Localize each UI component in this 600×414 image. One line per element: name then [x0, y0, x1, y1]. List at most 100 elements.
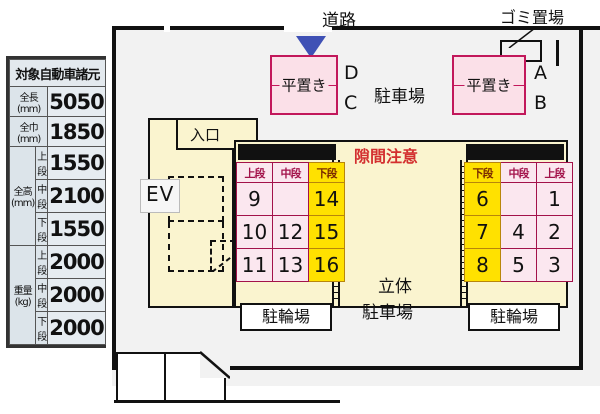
site-boundary-top — [112, 26, 600, 30]
stall-cell[interactable] — [272, 182, 309, 216]
table-row: 6 1 — [464, 182, 573, 216]
table-row: 8 5 3 — [464, 248, 573, 282]
lower-building-left — [116, 352, 166, 402]
spec-value: 1550 — [47, 212, 106, 246]
table-row: 9 14 — [236, 182, 345, 216]
stall-cell[interactable]: 1 — [536, 182, 573, 216]
slot-letter-d: D — [344, 62, 359, 84]
lower-building-baseline — [114, 400, 340, 403]
table-row: 全高(mm) 上段 1550 — [8, 146, 106, 246]
stall-cell[interactable]: 11 — [236, 248, 273, 282]
spec-value: 5050 — [47, 86, 106, 117]
rail-rung — [462, 298, 466, 299]
spec-sublabel: 中段 — [35, 179, 49, 213]
bicycle-parking-left-label: 駐輪場 — [261, 307, 310, 326]
spec-sublabel: 下段 — [35, 212, 49, 246]
elevator-label: EV — [146, 182, 175, 206]
table-row: 全長(mm) 5050 — [8, 86, 106, 117]
grid-right-header-0: 下段 — [464, 162, 501, 183]
grid-left-header-1: 中段 — [272, 162, 309, 183]
rail-rung — [334, 286, 338, 287]
stall-cell[interactable]: 10 — [236, 215, 273, 249]
rail-rung — [334, 298, 338, 299]
stall-cell[interactable]: 7 — [464, 215, 501, 249]
spec-sublabel: 上段 — [35, 146, 49, 180]
table-row: 11 13 16 — [236, 248, 345, 282]
bicycle-parking-left: 駐輪場 — [240, 303, 332, 331]
stall-cell[interactable]: 2 — [536, 215, 573, 249]
mech-parking-label-line2: 駐車場 — [362, 303, 413, 323]
site-boundary-bottom — [112, 366, 583, 370]
road-label: 道路 — [322, 11, 356, 31]
spec-value: 1550 — [47, 146, 106, 180]
spec-sublabel: 中段 — [35, 278, 49, 312]
stall-grid-right: 下段 中段 上段 6 1 7 4 2 8 5 3 — [464, 162, 573, 282]
stall-cell[interactable]: 14 — [308, 182, 345, 216]
lower-building-diagonal — [199, 351, 230, 379]
stall-cell[interactable]: 5 — [500, 248, 537, 282]
slot-letter-b: B — [534, 92, 548, 114]
spec-table-title: 対象自動車諸元 — [9, 59, 106, 87]
stall-grid-right-header-row: 下段 中段 上段 — [464, 162, 573, 183]
stall-cell[interactable]: 4 — [500, 215, 537, 249]
bicycle-parking-right: 駐輪場 — [468, 303, 560, 331]
table-row: 中段 2000 — [10, 278, 106, 312]
gap-warning-label: 隙間注意 — [354, 147, 419, 166]
spec-table-inner: 対象自動車諸元 全長(mm) 5050 全巾(mm) 1850 全高(mm) 上… — [8, 59, 106, 345]
interior-dashed-region-2 — [168, 222, 224, 272]
spec-value: 2100 — [47, 179, 106, 213]
garbage-leader-line — [508, 28, 536, 48]
table-row: 7 4 2 — [464, 215, 573, 249]
stall-grid-right-table: 下段 中段 上段 6 1 7 4 2 8 5 3 — [464, 162, 573, 282]
flat-parking-left: 平置き — [270, 55, 338, 115]
rail-rung — [334, 292, 338, 293]
rail-rung — [462, 292, 466, 293]
grid-left-header-0: 上段 — [236, 162, 273, 183]
flat-parking-right-label: 平置き — [464, 74, 514, 96]
stall-cell[interactable]: 13 — [272, 248, 309, 282]
spec-group-label-height: 全高(mm) — [8, 146, 37, 246]
mech-parking-label-line1: 立体 — [378, 277, 412, 297]
table-row: 全巾(mm) 1850 — [8, 116, 106, 147]
stall-cell[interactable]: 8 — [464, 248, 501, 282]
spec-value: 2000 — [47, 311, 106, 345]
stall-grid-left-table: 上段 中段 下段 9 14 10 12 15 11 13 16 — [236, 162, 345, 282]
grid-right-header-1: 中段 — [500, 162, 537, 183]
stall-cell[interactable]: 6 — [464, 182, 501, 216]
stall-grid-left-header-row: 上段 中段 下段 — [236, 162, 345, 183]
parking-lot-label: 駐車場 — [374, 87, 425, 107]
stall-cell[interactable]: 15 — [308, 215, 345, 249]
grid-left-header-2: 下段 — [308, 162, 345, 183]
flat-parking-left-label: 平置き — [279, 74, 329, 96]
stall-cell[interactable]: 9 — [236, 182, 273, 216]
spec-value: 2000 — [47, 245, 106, 279]
spec-sublabel: 下段 — [35, 311, 49, 345]
entrance-label: 入口 — [190, 126, 221, 144]
road-entry-gap — [284, 24, 332, 32]
spec-group-label-weight: 重量(kg) — [8, 245, 37, 345]
stall-cell[interactable]: 3 — [536, 248, 573, 282]
stall-grid-left: 上段 中段 下段 9 14 10 12 15 11 13 16 — [236, 162, 345, 282]
flat-parking-right: 平置き — [452, 55, 526, 115]
stall-cell[interactable]: 16 — [308, 248, 345, 282]
bicycle-parking-right-label: 駐輪場 — [489, 307, 538, 326]
spec-table: 対象自動車諸元 全長(mm) 5050 全巾(mm) 1850 全高(mm) 上… — [6, 56, 106, 348]
site-boundary-right — [579, 26, 583, 370]
rail-rung — [462, 286, 466, 287]
spec-label: 全巾(mm) — [8, 116, 49, 147]
site-boundary-left — [112, 26, 116, 370]
garbage-divider-tick — [556, 40, 559, 66]
stall-cell[interactable]: 12 — [272, 215, 309, 249]
entrance-arrow-icon — [296, 36, 326, 58]
wall-bar-right — [466, 144, 564, 160]
wall-bar-left — [238, 144, 336, 160]
elevator-box — [140, 179, 180, 213]
table-row: 下段 1550 — [10, 212, 106, 246]
garbage-area-label: ゴミ置場 — [500, 8, 565, 27]
spec-value: 2000 — [47, 278, 106, 312]
slot-letter-a: A — [534, 62, 547, 84]
table-row: 重量(kg) 上段 2000 — [8, 245, 106, 345]
spec-value: 1850 — [47, 116, 106, 147]
stall-cell[interactable] — [500, 182, 537, 216]
table-row: 下段 2000 — [10, 311, 106, 345]
